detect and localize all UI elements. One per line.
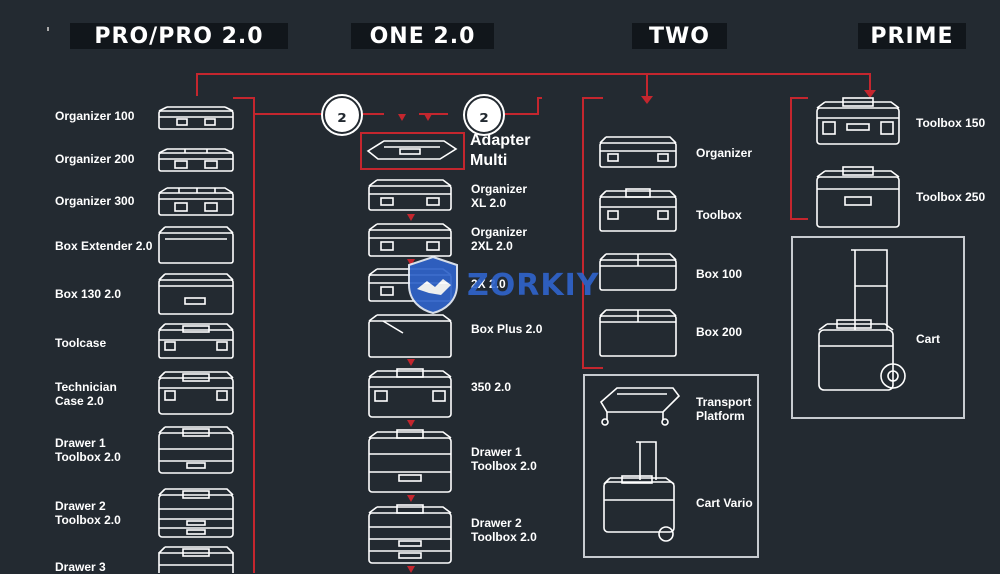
one-drawer-1-image [367,428,453,494]
link-icon: ₂ [465,96,503,134]
prime-toolbox-150-image [815,96,901,146]
one-item-label: Drawer 2 Toolbox 2.0 [471,516,537,544]
one-item-label: Organizer 2XL 2.0 [471,225,528,253]
header-pro: PRO/PRO 2.0 [70,23,288,49]
organizer-200-image [157,145,235,173]
pro-item-label: Organizer 300 [55,194,135,208]
watermark: ZORKIY [407,255,600,315]
pro-item-label: Drawer 3 [55,560,106,574]
pro-item-label: Technician Case 2.0 [55,380,117,408]
cart-vario-image [600,440,680,550]
two-transport-group [583,374,759,558]
two-item-label: Box 100 [696,267,743,281]
two-toolbox-image [598,187,678,233]
technician-case-image [157,368,235,416]
pro-item-label: Drawer 1 Toolbox 2.0 [55,436,121,464]
drawer-1-toolbox-image [157,425,235,475]
one-item-label: Drawer 1 Toolbox 2.0 [471,445,537,473]
drawer-3-toolbox-image [157,545,235,573]
adapter-multi-image [364,137,458,163]
one-item-label: Box Plus 2.0 [471,322,543,336]
two-organizer-image [598,135,678,169]
pro-item-label: Box 130 2.0 [55,287,122,301]
prime-toolbox-250-image [815,165,901,229]
one-item-label: 2X 2.0 [471,277,506,291]
prime-item-label: Toolbox 250 [916,190,986,204]
box-plus-image [367,313,453,359]
organizer-xl-image [367,178,453,212]
shield-icon [408,255,458,315]
header-one: ONE 2.0 [351,23,494,49]
toolcase-image [157,322,235,360]
pro-item-label: Box Extender 2.0 [55,239,153,253]
pro-item-label: Organizer 200 [55,152,135,166]
two-transport-label: Cart Vario [696,496,753,510]
box-130-image [157,272,235,316]
pro-item-label: Organizer 100 [55,109,135,123]
toolbox-350-image [367,367,453,419]
one-item-label: Adapter Multi [470,132,531,169]
prime-cart-image [815,246,911,398]
pro-item-label: Toolcase [55,336,107,350]
prime-item-label: Toolbox 150 [916,116,986,130]
two-item-label: Box 200 [696,325,743,339]
two-transport-label: Transport Platform [696,395,752,423]
corner-mark [47,27,49,31]
two-item-label: Organizer [696,146,753,160]
one-drawer-2-image [367,503,453,565]
organizer-300-image [157,185,235,217]
header-two: TWO [632,23,727,49]
two-item-label: Toolbox [696,208,742,222]
organizer-100-image [157,105,235,131]
two-box-200-image [598,306,678,358]
watermark-text: ZORKIY [467,267,600,303]
two-box-100-image [598,252,678,292]
one-item-label: Organizer XL 2.0 [471,182,528,210]
header-prime: PRIME [858,23,966,49]
one-item-label: 350 2.0 [471,380,512,394]
adapter-highlight [360,132,465,170]
organizer-2xl-image [367,222,453,258]
pro-item-label: Drawer 2 Toolbox 2.0 [55,499,121,527]
prime-cart-group [791,236,965,419]
drawer-2-toolbox-image [157,487,235,539]
prime-cart-label: Cart [916,332,941,346]
link-icon: ₂ [323,96,361,134]
transport-platform-image [597,382,681,426]
box-extender-image [157,225,235,265]
